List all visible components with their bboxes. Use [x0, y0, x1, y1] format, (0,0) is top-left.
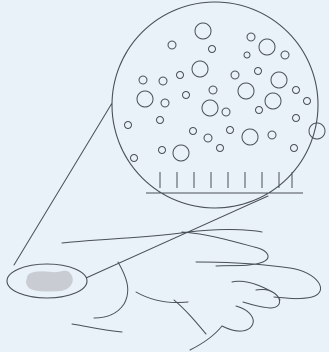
hand-palm-crease	[174, 300, 206, 334]
magnifier-line-left	[14, 80, 126, 265]
hand-pinky-finger	[222, 306, 253, 331]
magnifier-circle	[112, 2, 318, 208]
hand-middle-finger	[196, 262, 321, 299]
sample-stain-icon	[7, 264, 87, 298]
sample-stain	[26, 271, 73, 292]
hand-thumb	[94, 262, 128, 318]
hand-palm-curve	[72, 324, 122, 332]
magnifier-icon	[112, 2, 325, 208]
hand-thumb-crease	[136, 292, 188, 303]
hand-icon	[62, 229, 321, 350]
hand-knuckle-curl	[256, 289, 280, 300]
hand-palm-bottom	[190, 326, 222, 350]
hand-ring-finger	[232, 281, 280, 308]
hand-index-finger	[182, 232, 268, 266]
